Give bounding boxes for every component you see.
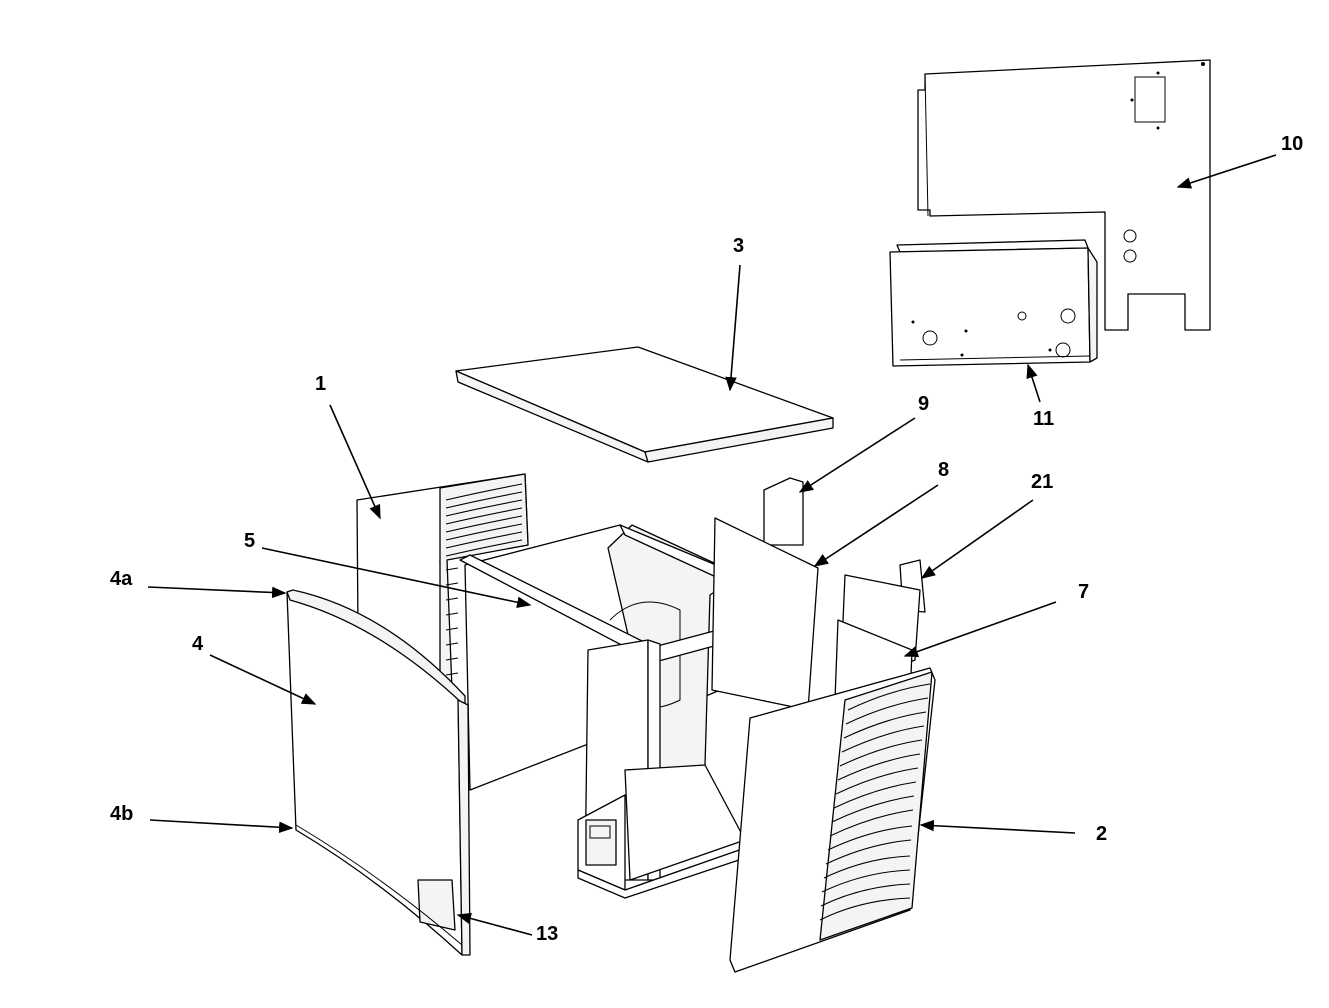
callout-5: 5 [244, 530, 255, 552]
callout-11: 11 [1033, 408, 1054, 430]
callout-21: 21 [1031, 471, 1053, 493]
callout-9: 9 [918, 393, 929, 415]
part-partition-panel [711, 517, 819, 711]
leader-lines [147, 154, 1277, 936]
callout-4a: 4a [110, 568, 133, 590]
part-left-side-panel [356, 473, 529, 691]
callout-3: 3 [733, 235, 744, 257]
callout-2: 2 [1096, 823, 1107, 845]
callout-8: 8 [938, 459, 949, 481]
callout-7: 7 [1078, 581, 1089, 603]
callout-labels: 1 2 3 4 4a 4b 5 7 8 9 10 11 13 21 [110, 133, 1303, 945]
part-front-door [286, 589, 471, 956]
part-bracket [763, 477, 804, 546]
callout-4b: 4b [110, 803, 133, 825]
part-top-panel [455, 346, 834, 463]
callout-13: 13 [536, 923, 558, 945]
part-back-panel [917, 59, 1211, 331]
part-electrical-box [889, 239, 1098, 367]
part-right-side-panel [729, 667, 936, 973]
callout-1: 1 [315, 373, 326, 395]
callout-10: 10 [1281, 133, 1303, 155]
callout-4: 4 [192, 633, 204, 655]
